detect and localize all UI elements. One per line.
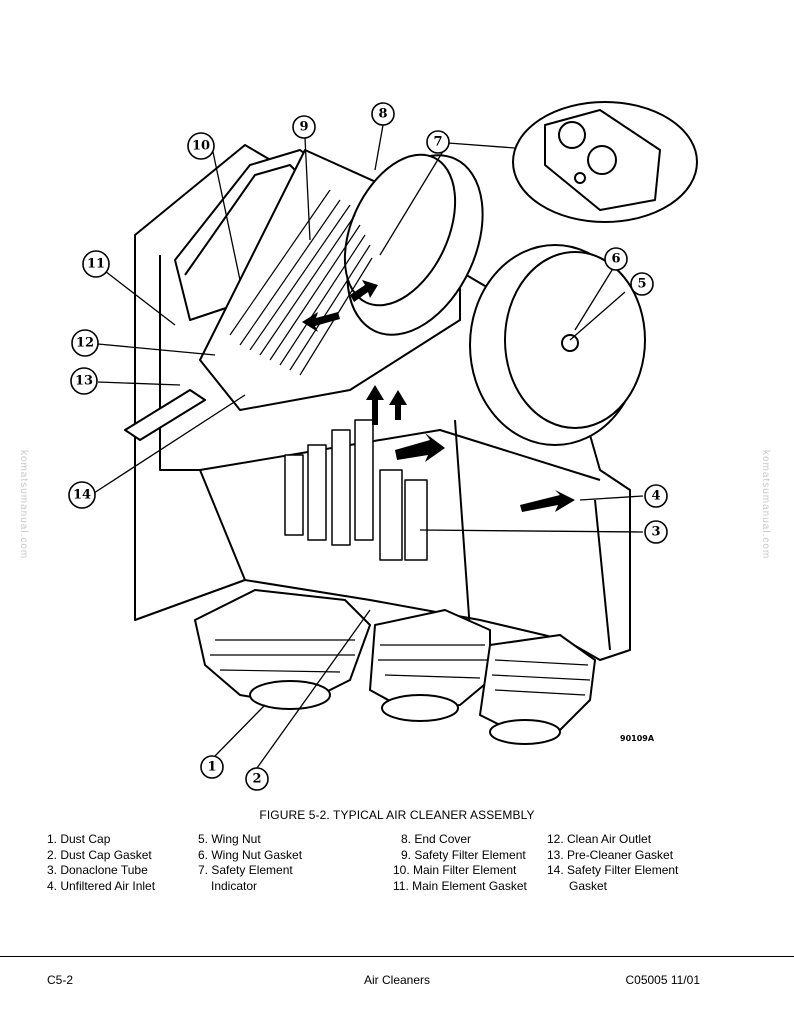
legend-item: 8. End Cover	[401, 832, 472, 846]
callout-5: 5	[637, 277, 646, 292]
callout-1: 1	[207, 760, 216, 775]
legend-item: 4. Unfiltered Air Inlet	[47, 878, 156, 893]
callout-10: 10	[192, 139, 210, 154]
legend-item-continuation: Indicator	[211, 878, 258, 893]
legend-item: 5. Wing Nut	[198, 832, 261, 846]
legend-item: 12. Clean Air Outlet	[547, 832, 652, 846]
legend-column-3: 8. End Cover 9. Safety Filter Element 10…	[393, 832, 527, 894]
legend-item: 1. Dust Cap	[47, 832, 111, 846]
watermark-right: komatsumanual.com	[760, 450, 771, 560]
figure-caption: FIGURE 5-2. TYPICAL AIR CLEANER ASSEMBLY	[259, 808, 535, 822]
callout-13: 13	[75, 374, 93, 389]
legend-item: 14. Safety Filter Element	[547, 863, 679, 877]
legend-item: 2. Dust Cap Gasket	[47, 847, 152, 862]
callout-2: 2	[252, 772, 261, 787]
callout-3: 3	[651, 525, 660, 540]
legend-item: 9. Safety Filter Element	[401, 847, 526, 862]
callout-14: 14	[73, 488, 91, 503]
legend-item: 11. Main Element Gasket	[393, 878, 527, 893]
footer-section-title: Air Cleaners	[363, 973, 431, 987]
legend-item: 13. Pre-Cleaner Gasket	[547, 847, 674, 862]
callout-7: 7	[433, 135, 442, 150]
callout-11: 11	[87, 257, 105, 272]
legend-item-continuation: Gasket	[569, 878, 608, 893]
callout-12: 12	[76, 336, 94, 351]
legend-column-1: 1. Dust Cap 2. Dust Cap Gasket 3. Donacl…	[47, 832, 155, 894]
legend-column-4: 12. Clean Air Outlet 13. Pre-Cleaner Gas…	[547, 832, 678, 894]
callout-10-circle	[187, 132, 215, 160]
air-cleaner-assembly-illustration: 10 9 8 7 11 12 13 6 5 4 3 14 1 2 90109A	[68, 101, 698, 791]
legend-column-2: 5. Wing Nut 6. Wing Nut Gasket 7. Safety…	[198, 832, 302, 894]
callout-8: 8	[378, 107, 387, 122]
legend-item: 6. Wing Nut Gasket	[198, 847, 303, 862]
footer-page-number: C5-2	[47, 973, 74, 987]
figure-reference-code: 90109A	[620, 734, 655, 743]
footer-divider	[0, 956, 794, 957]
watermark-left: komatsumanual.com	[18, 450, 29, 560]
legend-item: 3. Donaclone Tube	[47, 863, 148, 877]
legend-item: 10. Main Filter Element	[393, 863, 517, 877]
footer-document-code: C05005 11/01	[625, 973, 700, 987]
callout-6: 6	[611, 252, 620, 267]
callout-4: 4	[651, 489, 660, 504]
callout-9: 9	[299, 120, 308, 135]
legend-item: 7. Safety Element	[198, 863, 293, 877]
